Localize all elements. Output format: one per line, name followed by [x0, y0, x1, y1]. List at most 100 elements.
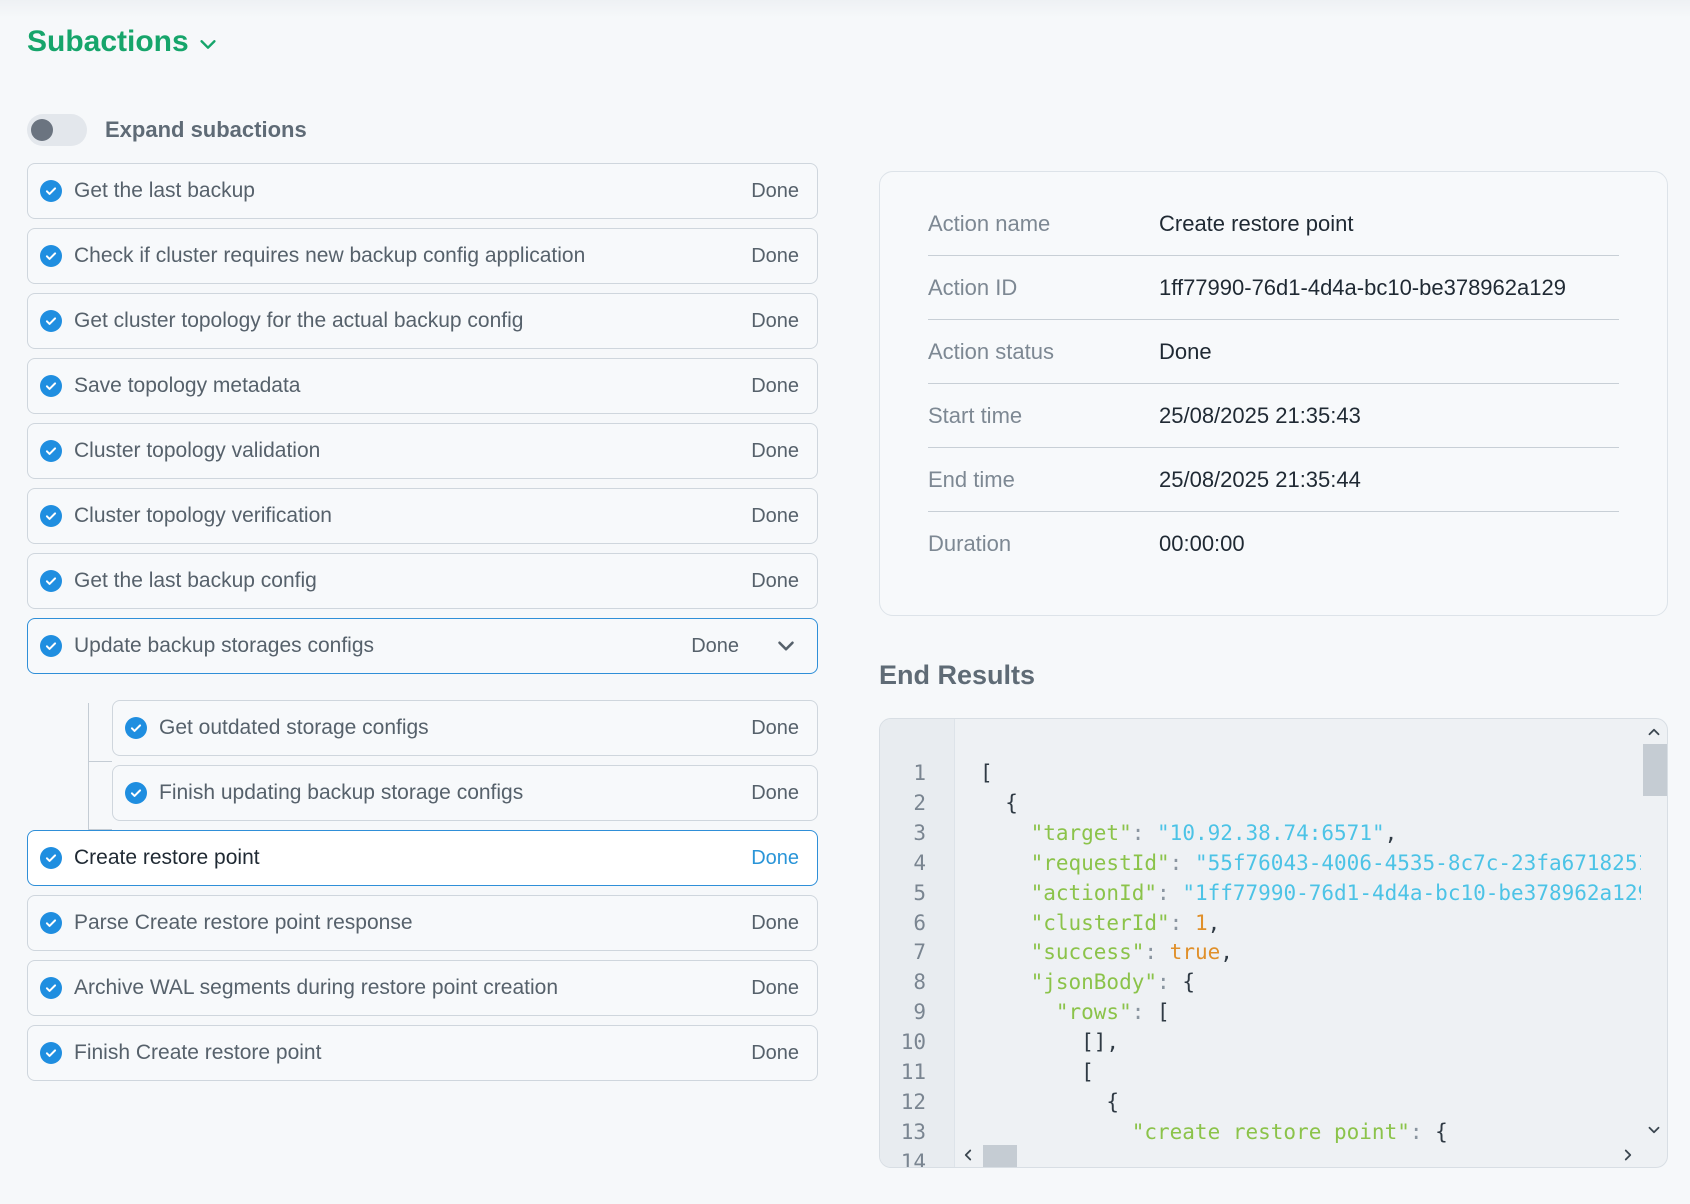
json-code[interactable]: [ { "target": "10.92.38.74:6571", "reque… — [980, 719, 1641, 1143]
subaction-status: Done — [751, 374, 799, 397]
detail-value: 00:00:00 — [1159, 531, 1245, 556]
code-token: "jsonBody" — [1030, 970, 1158, 995]
subaction-status: Done — [751, 504, 799, 527]
line-number: 4 — [913, 850, 926, 875]
code-token: { — [980, 790, 1018, 815]
subaction-status: Done — [751, 1041, 799, 1064]
subaction-name: Finish Create restore point — [74, 1041, 322, 1064]
chevron-down-icon[interactable] — [1645, 1121, 1663, 1139]
subaction-name: Update backup storages configs — [74, 634, 375, 657]
chevron-down-icon[interactable] — [773, 633, 799, 659]
subaction-status: Done — [751, 439, 799, 462]
subaction-name: Get the last backup — [74, 179, 255, 202]
subaction-status: Done — [691, 634, 739, 657]
code-token: , — [1207, 910, 1221, 935]
subaction-row[interactable]: Get cluster topology for the actual back… — [27, 293, 818, 349]
subaction-name: Create restore point — [74, 846, 260, 869]
tree-connector — [88, 761, 112, 762]
code-line: "create_restore_point": { — [980, 1120, 1448, 1143]
detail-label: Action status — [928, 338, 1054, 364]
chevron-right-icon[interactable] — [1619, 1146, 1637, 1164]
code-line: "actionId": "1ff77990-76d1-4d4a-bc10-be3… — [980, 881, 1641, 905]
chevron-up-icon[interactable] — [1645, 723, 1663, 741]
code-token: 1 — [1194, 910, 1208, 935]
line-number: 3 — [913, 820, 926, 845]
subaction-status: Done — [751, 244, 799, 267]
code-token: : — [1144, 940, 1170, 965]
code-line: [], — [980, 1030, 1119, 1054]
expand-subactions-label: Expand subactions — [105, 117, 307, 142]
code-token: { — [1182, 970, 1195, 995]
line-number: 1 — [913, 761, 926, 785]
check-circle-icon — [40, 847, 62, 869]
tree-connector — [88, 703, 89, 829]
horizontal-scroll-thumb[interactable] — [983, 1145, 1017, 1167]
check-circle-icon — [40, 1042, 62, 1064]
code-line: { — [980, 791, 1018, 815]
line-number: 13 — [900, 1119, 926, 1144]
subaction-row[interactable]: Check if cluster requires new backup con… — [27, 228, 818, 284]
check-circle-icon — [40, 505, 62, 527]
line-number: 8 — [913, 970, 926, 995]
subaction-name: Get cluster topology for the actual back… — [74, 309, 524, 332]
line-number: 11 — [900, 1060, 926, 1084]
subaction-name: Archive WAL segments during restore poin… — [74, 976, 559, 999]
check-circle-icon — [40, 375, 62, 397]
code-token: : — [1409, 1119, 1436, 1143]
detail-value: 25/08/2025 21:35:43 — [1159, 402, 1361, 428]
code-token: { — [980, 1089, 1120, 1114]
check-circle-icon — [125, 782, 147, 804]
code-line: "clusterId": 1, — [980, 910, 1221, 935]
subaction-row[interactable]: Cluster topology validation Done — [27, 423, 818, 479]
code-line: { — [980, 1090, 1119, 1114]
subaction-name: Cluster topology validation — [74, 439, 321, 462]
code-token — [980, 940, 1031, 964]
check-circle-icon — [40, 977, 62, 999]
subaction-row[interactable]: Update backup storages configs Done — [27, 618, 818, 674]
vertical-scrollbar[interactable] — [1641, 719, 1667, 1167]
code-token: : — [1157, 880, 1183, 905]
horizontal-scrollbar[interactable] — [955, 1143, 1641, 1167]
code-line: "success": true, — [980, 940, 1233, 964]
code-line: "target": "10.92.38.74:6571", — [980, 820, 1398, 845]
vertical-scroll-thumb[interactable] — [1643, 744, 1667, 796]
subaction-name: Save topology metadata — [74, 374, 301, 397]
expand-subactions-toggle[interactable] — [27, 114, 87, 146]
code-token: "requestId" — [1030, 850, 1170, 875]
line-number: 14 — [900, 1149, 926, 1168]
code-line: "requestId": "55f76043-4006-4535-8c7c-23… — [980, 851, 1641, 875]
code-token — [980, 851, 1031, 875]
subaction-name: Get outdated storage configs — [159, 716, 429, 739]
code-token: : — [1169, 850, 1195, 875]
check-circle-icon — [40, 310, 62, 332]
subaction-status: Done — [751, 911, 799, 934]
code-token: "target" — [1030, 820, 1132, 845]
code-token: : — [1131, 1000, 1158, 1025]
line-number: 7 — [913, 940, 926, 965]
subaction-row[interactable]: Archive WAL segments during restore poin… — [27, 960, 818, 1016]
subaction-status: Done — [751, 309, 799, 332]
subaction-status: Done — [751, 976, 799, 999]
subaction-row[interactable]: Save topology metadata Done — [27, 358, 818, 414]
subaction-row[interactable]: Finish Create restore point Done — [27, 1025, 818, 1081]
check-circle-icon — [40, 912, 62, 934]
detail-label: End time — [928, 466, 1015, 492]
code-token — [980, 1000, 1056, 1024]
code-line: [ — [980, 761, 993, 785]
subaction-status: Done — [751, 781, 799, 804]
code-token: : — [1131, 820, 1158, 845]
chevron-left-icon[interactable] — [959, 1146, 977, 1164]
subactions-header[interactable]: Subactions — [27, 22, 219, 62]
code-line: [ — [980, 1060, 1094, 1084]
